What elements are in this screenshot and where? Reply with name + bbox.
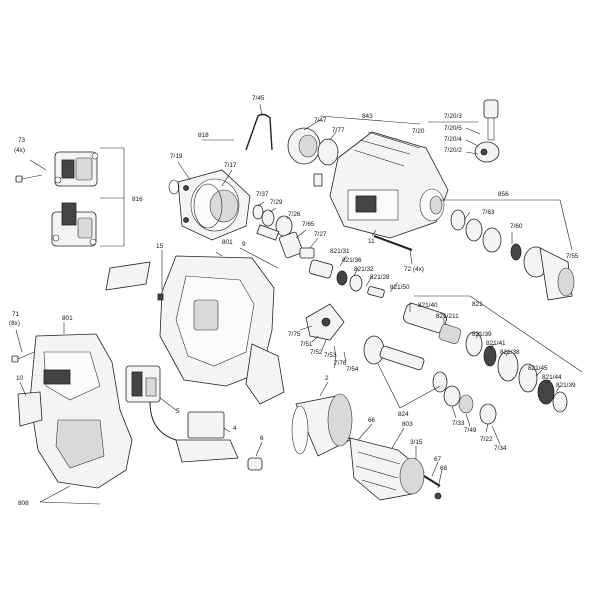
brush-holder-assembly bbox=[51, 151, 99, 247]
label-7-51: 7/51 bbox=[300, 341, 313, 348]
label-7-20-4: 7/20/4 bbox=[444, 136, 462, 143]
label-7-75: 7/75 bbox=[288, 331, 301, 338]
label-7-77: 7/77 bbox=[332, 127, 345, 134]
label-4x: (4x) bbox=[14, 147, 25, 154]
bearing-tube-7-47 bbox=[287, 127, 339, 166]
motor-housing-801 bbox=[159, 255, 285, 405]
label-7-37: 7/37 bbox=[256, 191, 269, 198]
screw-71 bbox=[11, 351, 35, 363]
label-7-34: 7/34 bbox=[494, 445, 507, 452]
label-821-50: 821/50 bbox=[390, 284, 410, 291]
label-68: 68 bbox=[440, 465, 448, 472]
switch-lever-7-20 bbox=[474, 99, 500, 163]
label-7-54: 7/54 bbox=[346, 366, 359, 373]
leader-lines bbox=[15, 103, 583, 505]
screw-73 bbox=[15, 174, 43, 183]
label-821-39-b: 821/39 bbox=[556, 382, 576, 389]
intermediate-shaft-parts bbox=[252, 204, 315, 259]
label-821-41: 821/41 bbox=[486, 340, 506, 347]
armature-803 bbox=[349, 437, 442, 501]
label-7-52: 7/52 bbox=[310, 349, 323, 356]
striker-assembly-821 bbox=[308, 259, 568, 413]
label-843: 843 bbox=[362, 113, 373, 120]
label-7-76: 7/76 bbox=[334, 360, 347, 367]
fan-impeller bbox=[305, 303, 345, 341]
label-7-65: 7/65 bbox=[302, 221, 315, 228]
label-7-53: 7/53 bbox=[324, 352, 337, 359]
label-7-20-3: 7/20/3 bbox=[444, 113, 462, 120]
label-plate-15 bbox=[105, 261, 164, 301]
part-number-labels: 73 (4x) 816 818 7/19 7/17 7/45 7/47 7/77… bbox=[9, 95, 579, 507]
label-7-20-5: 7/20/5 bbox=[444, 125, 462, 132]
label-66: 66 bbox=[368, 417, 376, 424]
cap-6 bbox=[247, 457, 263, 471]
label-15: 15 bbox=[156, 243, 164, 250]
label-4: 4 bbox=[233, 425, 237, 432]
label-67: 67 bbox=[434, 456, 442, 463]
drive-shaft-824 bbox=[363, 335, 448, 393]
label-808: 808 bbox=[18, 500, 29, 507]
label-7-47: 7/47 bbox=[314, 117, 327, 124]
screw-11 bbox=[373, 235, 413, 251]
label-10: 10 bbox=[16, 375, 24, 382]
gear-housing-843 bbox=[313, 131, 449, 239]
label-8x: (8x) bbox=[9, 320, 20, 327]
label-821-40: 821/40 bbox=[418, 302, 438, 309]
label-821: 821 bbox=[472, 301, 483, 308]
label-821-32: 821/32 bbox=[354, 266, 374, 273]
label-7-17: 7/17 bbox=[224, 162, 237, 169]
label-7-45: 7/45 bbox=[252, 95, 265, 102]
label-7-33: 7/33 bbox=[452, 420, 465, 427]
label-821-38: 821/38 bbox=[500, 349, 520, 356]
label-7-19: 7/19 bbox=[170, 153, 183, 160]
label-73: 73 bbox=[18, 137, 26, 144]
bearings-7-33 bbox=[443, 385, 497, 425]
label-821-39-a: 821/39 bbox=[472, 331, 492, 338]
label-856: 856 bbox=[498, 191, 509, 198]
label-821-31: 821/31 bbox=[330, 248, 350, 255]
switch-5 bbox=[125, 365, 177, 441]
electronic-module-4 bbox=[175, 411, 239, 463]
label-821-45: 821/45 bbox=[528, 365, 548, 372]
label-7-20: 7/20 bbox=[412, 128, 425, 135]
label-803: 803 bbox=[402, 421, 413, 428]
label-2: 2 bbox=[325, 375, 329, 382]
label-7-26: 7/26 bbox=[288, 211, 301, 218]
tool-holder-856 bbox=[450, 209, 575, 301]
label-821-211: 821/211 bbox=[436, 313, 459, 320]
label-821-44: 821/44 bbox=[542, 374, 562, 381]
label-6: 6 bbox=[260, 435, 264, 442]
label-7-22: 7/22 bbox=[480, 436, 493, 443]
label-7-60: 7/60 bbox=[510, 223, 523, 230]
label-824: 824 bbox=[398, 411, 409, 418]
label-7-63: 7/63 bbox=[482, 209, 495, 216]
label-9: 9 bbox=[242, 241, 246, 248]
label-816: 816 bbox=[132, 196, 143, 203]
label-821-36: 821/36 bbox=[342, 257, 362, 264]
label-818: 818 bbox=[198, 132, 209, 139]
label-801-top: 801 bbox=[222, 239, 233, 246]
label-7-29: 7/29 bbox=[270, 199, 283, 206]
label-72-4x: 72 (4x) bbox=[404, 266, 424, 273]
label-71: 71 bbox=[12, 311, 20, 318]
field-ring-2 bbox=[291, 393, 353, 457]
label-3-15: 3/15 bbox=[410, 439, 423, 446]
handle-housing-801 bbox=[17, 333, 133, 489]
clip-7-45 bbox=[245, 113, 273, 151]
label-11: 11 bbox=[368, 238, 375, 245]
label-5: 5 bbox=[176, 408, 180, 415]
label-821-28: 821/28 bbox=[370, 274, 390, 281]
label-7-49: 7/49 bbox=[464, 427, 477, 434]
label-801-handle: 801 bbox=[62, 315, 73, 322]
label-7-55: 7/55 bbox=[566, 253, 579, 260]
bearing-flange-818 bbox=[168, 169, 251, 241]
label-7-20-2: 7/20/2 bbox=[444, 147, 462, 154]
label-7-27: 7/27 bbox=[314, 231, 327, 238]
